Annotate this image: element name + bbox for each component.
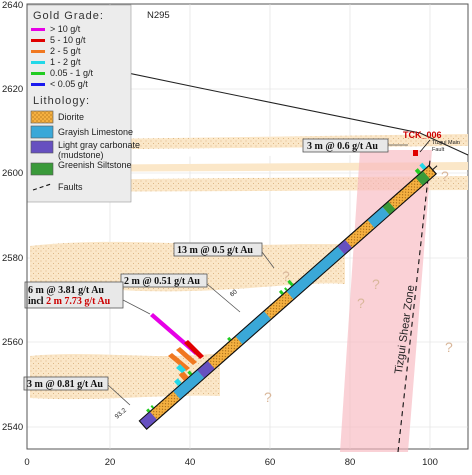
- svg-text:2 - 5 g/t: 2 - 5 g/t: [50, 46, 81, 56]
- seg-blue-2: [235, 311, 272, 345]
- svg-text:13 m @ 0.5 g/t Au: 13 m @ 0.5 g/t Au: [177, 245, 253, 256]
- svg-text:20: 20: [105, 457, 116, 468]
- svg-text:> 10 g/t: > 10 g/t: [50, 24, 81, 34]
- seg-purple-1: [139, 411, 158, 430]
- bar-cyan: [176, 364, 186, 373]
- x-axis: 0 20 40 60 80 100: [24, 457, 438, 468]
- tizgui-main-label-1: Tizgui Main: [432, 140, 460, 146]
- svg-text:3 m @ 0.81 g/t Au: 3 m @ 0.81 g/t Au: [27, 379, 103, 390]
- svg-text:Diorite: Diorite: [58, 112, 84, 122]
- svg-text:2600: 2600: [2, 168, 23, 179]
- svg-text:40: 40: [185, 457, 196, 468]
- svg-text:< 0.05 g/t: < 0.05 g/t: [50, 79, 88, 89]
- svg-text:Faults: Faults: [58, 182, 83, 192]
- bar-red: [184, 340, 204, 359]
- question-mark-3: ?: [357, 295, 365, 311]
- svg-text:1 - 2 g/t: 1 - 2 g/t: [50, 57, 81, 67]
- dyke-2: [27, 162, 468, 172]
- svg-text:0.05 - 1 g/t: 0.05 - 1 g/t: [50, 68, 94, 78]
- svg-text:2580: 2580: [2, 253, 23, 264]
- seg-purple-2: [197, 360, 215, 379]
- svg-text:6 m @ 3.81 g/t Au: 6 m @ 3.81 g/t Au: [28, 285, 104, 296]
- question-mark-2: ?: [441, 168, 449, 184]
- assay-bar: [187, 370, 193, 376]
- legend: Gold Grade: > 10 g/t 5 - 10 g/t 2 - 5 g/…: [26, 4, 140, 203]
- legend-litho-title: Lithology:: [33, 95, 90, 107]
- y-axis: 2640 2620 2600 2580 2560 2540: [2, 0, 28, 449]
- question-mark-5: ?: [264, 389, 272, 405]
- legend-litho-items: Diorite Grayish Limestone Light gray car…: [30, 110, 140, 192]
- intercept-5: 3 m @ 0.81 g/t Au: [23, 376, 131, 406]
- svg-text:5 - 10 g/t: 5 - 10 g/t: [50, 35, 86, 45]
- tizgui-main-label-2: Fault: [432, 147, 445, 153]
- assay-bar: [287, 279, 294, 287]
- svg-text:80: 80: [345, 457, 356, 468]
- svg-text:2 m @ 0.51 g/t Au: 2 m @ 0.51 g/t Au: [124, 276, 200, 287]
- assay-bar: [150, 405, 155, 409]
- svg-text:2640: 2640: [2, 0, 23, 11]
- dyke-4: [30, 241, 345, 292]
- assay-bar: [284, 287, 288, 291]
- seg-green-1: [382, 201, 396, 215]
- drillhole-trace: [138, 162, 438, 430]
- svg-text:Greenish Siltstone: Greenish Siltstone: [58, 160, 132, 170]
- question-mark-6: ?: [282, 268, 290, 284]
- svg-text:60: 60: [265, 457, 276, 468]
- svg-text:100: 100: [422, 457, 438, 468]
- assay-bar: [278, 289, 284, 295]
- svg-text:2540: 2540: [2, 422, 23, 433]
- high-grade-bars: [150, 313, 204, 373]
- assay-bar: [419, 162, 427, 170]
- svg-text:incl 2 m 7.73 g/t Au: incl 2 m 7.73 g/t Au: [28, 296, 111, 307]
- intercept-4: 6 m @ 3.81 g/t Au incl 2 m 7.73 g/t Au: [24, 281, 151, 315]
- depth-label-mid: 60: [229, 288, 239, 298]
- intercept-1: 3 m @ 0.6 g/t Au: [302, 138, 408, 153]
- fault-pointer: [419, 139, 431, 153]
- bar-orange-2: [168, 353, 190, 371]
- seg-blue-1: [173, 369, 205, 400]
- svg-text:3 m @ 0.6 g/t Au: 3 m @ 0.6 g/t Au: [307, 141, 378, 152]
- bar-orange-1: [176, 347, 197, 365]
- section-name: N295: [147, 10, 170, 21]
- svg-text:2620: 2620: [2, 84, 23, 95]
- drillhole-name: TCK_006: [403, 130, 442, 140]
- svg-text:(mudstone): (mudstone): [58, 150, 104, 160]
- svg-text:Light gray carbonate: Light gray carbonate: [58, 140, 140, 150]
- intercept-3: 2 m @ 0.51 g/t Au: [120, 273, 241, 313]
- intercept-2: 13 m @ 0.5 g/t Au: [173, 242, 275, 269]
- seg-blue-3: [286, 246, 345, 300]
- assay-bar: [178, 370, 189, 381]
- question-mark-1: ?: [372, 276, 380, 292]
- svg-text:2560: 2560: [2, 337, 23, 348]
- collar-marker: [413, 150, 418, 156]
- shear-fault-line: [397, 159, 431, 453]
- legend-gold-items: > 10 g/t 5 - 10 g/t 2 - 5 g/t 1 - 2 g/t …: [31, 24, 94, 89]
- assay-bar: [146, 408, 151, 413]
- question-mark-4: ?: [445, 339, 453, 355]
- legend-gold-title: Gold Grade:: [33, 10, 104, 22]
- assay-bar: [414, 168, 422, 175]
- assay-bar: [174, 378, 182, 387]
- svg-text:Grayish Limestone: Grayish Limestone: [58, 127, 133, 137]
- assay-bar: [227, 336, 232, 342]
- svg-text:0: 0: [24, 457, 29, 468]
- seg-blue-4: [367, 206, 390, 229]
